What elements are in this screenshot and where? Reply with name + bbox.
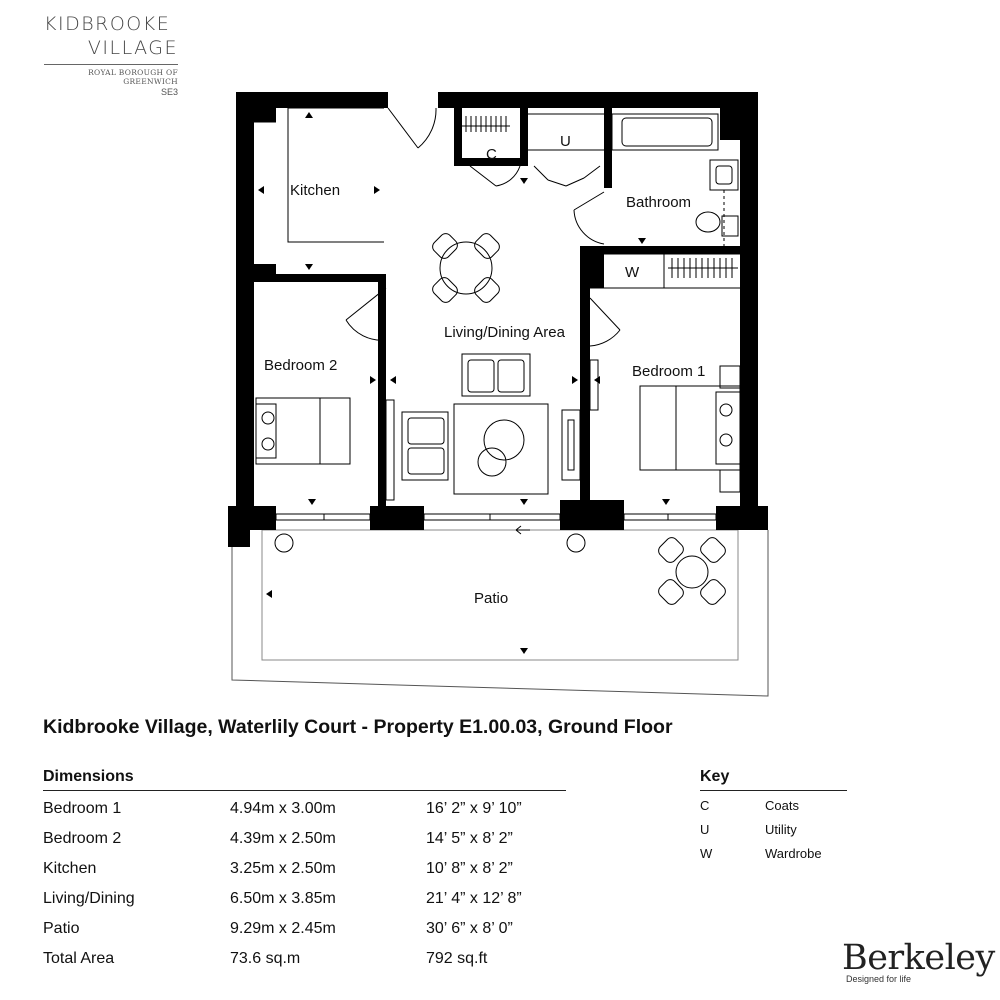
dimension-metric: 73.6 sq.m	[230, 950, 301, 967]
dimension-room: Patio	[43, 920, 80, 937]
room-label-bedroom1: Bedroom 1	[632, 363, 705, 380]
key-row: W Wardrobe	[700, 841, 847, 865]
berkeley-logo: Berkeley Designed for life	[842, 940, 995, 984]
key-meaning: Utility	[765, 821, 797, 837]
dimension-room: Total Area	[43, 950, 115, 967]
room-label-patio: Patio	[474, 590, 508, 607]
dimension-room: Kitchen	[43, 860, 97, 877]
dimension-imperial: 16’ 2” x 9’ 10”	[426, 800, 522, 817]
brand-line-1: KIDBROOKE	[44, 13, 171, 35]
dimension-room: Bedroom 2	[43, 830, 122, 847]
patio-outline	[231, 529, 769, 697]
partitions	[254, 107, 743, 501]
dimension-imperial: 14’ 5” x 8’ 2”	[426, 830, 513, 847]
dimension-room: Bedroom 1	[43, 800, 122, 817]
brand-postcode: SE3	[160, 87, 178, 97]
windows	[275, 513, 717, 535]
dimension-row: Total Area 73.6 sq.m 792 sq.ft	[43, 944, 566, 974]
bedroom2-bed	[255, 397, 351, 465]
dimension-room: Living/Dining	[43, 890, 135, 907]
dimension-metric: 4.39m x 2.50m	[230, 830, 336, 847]
storage-label-utility: U	[560, 133, 571, 150]
floor-plan: Kitchen Living/Dining Area Bedroom 2 Bed…	[228, 92, 769, 697]
dimension-imperial: 792 sq.ft	[426, 950, 488, 967]
dimension-metric: 3.25m x 2.50m	[230, 860, 336, 877]
storage-label-wardrobe: W	[625, 264, 640, 281]
patio-furniture	[274, 533, 726, 605]
dimension-row: Bedroom 2 4.39m x 2.50m 14’ 5” x 8’ 2”	[43, 824, 566, 854]
hanging-rails	[462, 116, 738, 278]
dimensions-heading: Dimensions	[43, 768, 566, 791]
logo-name: Berkeley	[842, 938, 995, 978]
key-heading: Key	[700, 768, 847, 791]
key-row: C Coats	[700, 793, 847, 817]
dimension-imperial: 21’ 4” x 12’ 8”	[426, 890, 522, 907]
bathroom-fittings	[695, 159, 739, 246]
key-meaning: Wardrobe	[765, 845, 822, 861]
dimension-metric: 6.50m x 3.85m	[230, 890, 336, 907]
bedroom1-bed	[589, 359, 741, 493]
development-logo: KIDBROOKE VILLAGE ROYAL BOROUGH OF GREEN…	[44, 12, 178, 97]
key-row: U Utility	[700, 817, 847, 841]
dimension-row: Living/Dining 6.50m x 3.85m 21’ 4” x 12’ 8…	[43, 884, 566, 914]
logo-tagline: Designed for life	[846, 974, 912, 984]
key-meaning: Coats	[765, 797, 799, 813]
key-letter: C	[700, 797, 710, 813]
key-letter: W	[700, 845, 713, 861]
storage-label-coats: C	[486, 146, 497, 163]
dimension-imperial: 30’ 6” x 8’ 0”	[426, 920, 513, 937]
interior-walls	[254, 108, 742, 506]
dimension-row: Patio 9.29m x 2.45m 30’ 6” x 8’ 0”	[43, 914, 566, 944]
dining-table	[432, 233, 500, 303]
brand-rule	[44, 64, 178, 65]
dimension-row: Kitchen 3.25m x 2.50m 10’ 8” x 8’ 2”	[43, 854, 566, 884]
dimensions-table: Dimensions Bedroom 1 4.94m x 3.00m 16’ 2” …	[43, 768, 566, 974]
dimension-metric: 4.94m x 3.00m	[230, 800, 336, 817]
room-label-living: Living/Dining Area	[444, 324, 566, 341]
key-letter: U	[700, 821, 710, 837]
room-label-bedroom2: Bedroom 2	[264, 357, 337, 374]
room-label-kitchen: Kitchen	[290, 182, 340, 199]
dimension-metric: 9.29m x 2.45m	[230, 920, 336, 937]
brand-line-2: VILLAGE	[87, 37, 178, 59]
brand-borough: ROYAL BOROUGH OF GREENWICH	[88, 68, 178, 86]
exterior-walls	[228, 92, 768, 547]
dimension-row: Bedroom 1 4.94m x 3.00m 16’ 2” x 9’ 10”	[43, 794, 566, 824]
property-title: Kidbrooke Village, Waterlily Court - Pro…	[43, 716, 673, 738]
living-furniture	[401, 353, 549, 495]
dimension-markers	[258, 112, 670, 654]
room-label-bathroom: Bathroom	[626, 194, 691, 211]
doors	[345, 107, 621, 347]
dimension-imperial: 10’ 8” x 8’ 2”	[426, 860, 513, 877]
